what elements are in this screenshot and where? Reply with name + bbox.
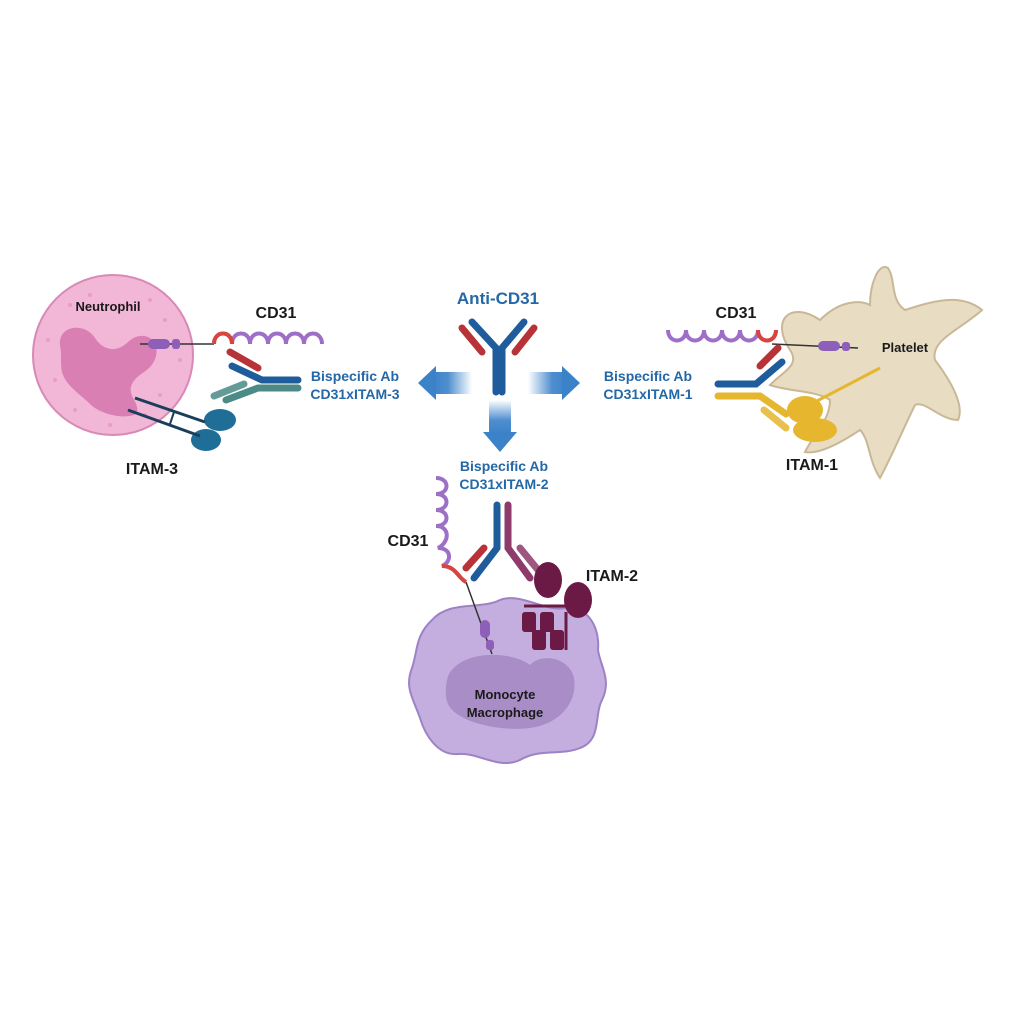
neutrophil-label: Neutrophil [76, 299, 141, 314]
center-light-chain-right [511, 324, 538, 356]
itam-1-label: ITAM-1 [786, 457, 838, 474]
arrow-left [418, 366, 472, 400]
itam-2-label: ITAM-2 [586, 568, 638, 585]
right-bispecific-label-line2: CD31xITAM-1 [603, 386, 692, 402]
center-heavy-chain-left [468, 318, 500, 396]
left-bispecific-antibody [210, 348, 302, 404]
bottom-bispecific-label-line1: Bispecific Ab [460, 458, 548, 474]
left-bispecific-label-line2: CD31xITAM-3 [310, 386, 399, 402]
monocyte-label-line2: Macrophage [467, 705, 544, 720]
itam-3-label: ITAM-3 [126, 461, 178, 478]
neutrophil-cell: Neutrophil [32, 274, 194, 436]
bottom-bispecific-antibody [462, 501, 542, 582]
right-bispecific-label-line1: Bispecific Ab [604, 368, 692, 384]
left-cd31-receptor [140, 331, 324, 349]
itam-3-receptor [127, 396, 236, 451]
monocyte-cell: Monocyte Macrophage [408, 597, 607, 765]
anti-cd31-antibody: Anti-CD31 [457, 289, 539, 396]
bottom-cd31-receptor [435, 476, 494, 655]
monocyte-nucleus [445, 654, 575, 729]
center-heavy-chain-right [498, 318, 528, 396]
anti-cd31-label: Anti-CD31 [457, 289, 539, 308]
right-bispecific-antibody [714, 344, 790, 432]
monocyte-label-line1: Monocyte [475, 687, 536, 702]
center-light-chain-left [458, 324, 486, 356]
itam-1-receptor [787, 366, 881, 442]
bottom-bispecific-label-line2: CD31xITAM-2 [459, 476, 548, 492]
bottom-cd31-label: CD31 [388, 533, 429, 550]
platelet-cell: Platelet [768, 266, 984, 480]
right-cd31-receptor [666, 329, 859, 351]
itam-2-receptor [522, 562, 592, 650]
left-bispecific-label-line1: Bispecific Ab [311, 368, 399, 384]
right-cd31-label: CD31 [716, 305, 757, 322]
neutrophil-granules [46, 293, 182, 427]
arrow-right [528, 366, 580, 400]
neutrophil-nucleus [59, 327, 157, 417]
left-cd31-label: CD31 [256, 305, 297, 322]
arrow-down [483, 400, 517, 452]
platelet-label: Platelet [882, 340, 929, 355]
